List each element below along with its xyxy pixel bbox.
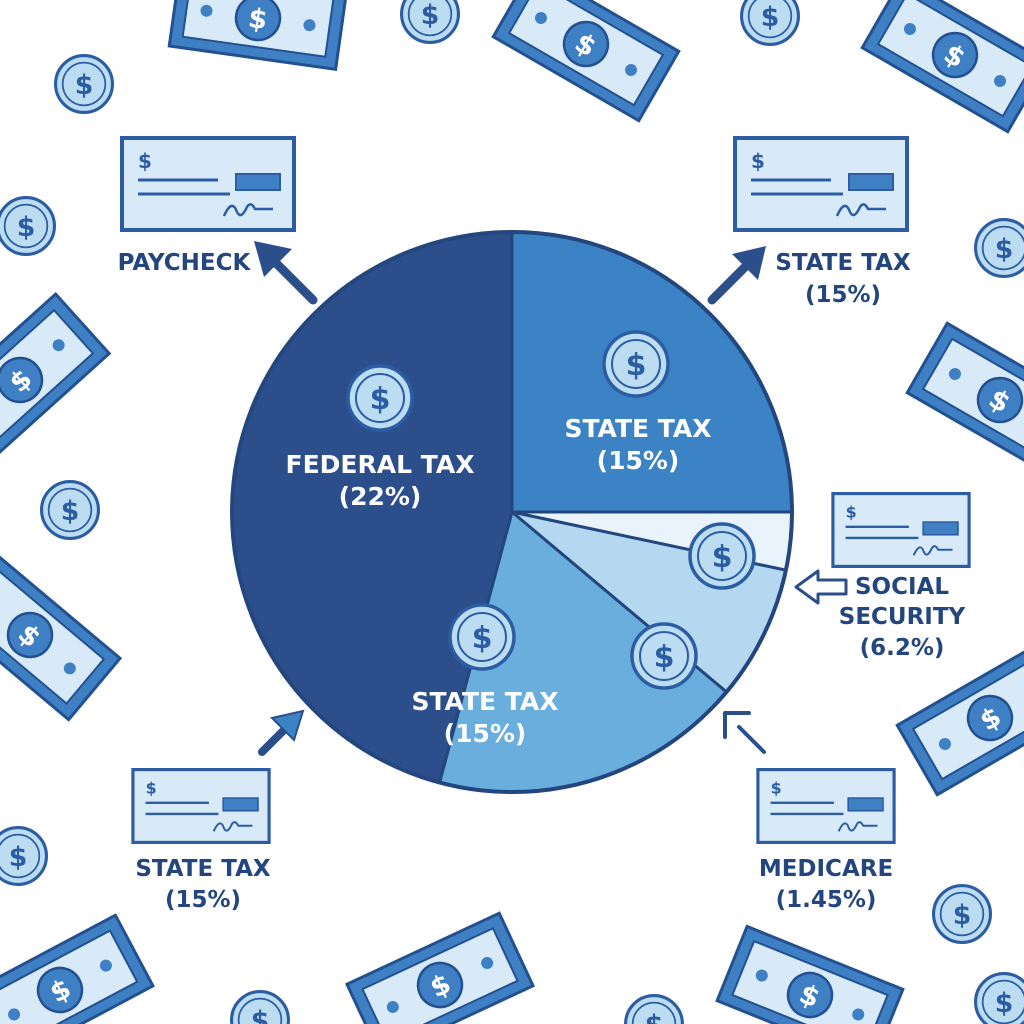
dollar-bill-icon: [0, 913, 155, 1024]
arrow-icon: [794, 569, 848, 605]
callout-state-tax-top: STATE TAX: [775, 250, 911, 276]
dollar-coin-icon: [0, 196, 56, 256]
dollar-bill-icon: [895, 639, 1024, 797]
dollar-coin-icon: [688, 522, 756, 590]
dollar-coin-icon: [973, 218, 1024, 279]
callout-medicare: MEDICARE: [759, 856, 893, 882]
dollar-bill-icon: [167, 0, 349, 71]
dollar-coin-icon: [399, 0, 461, 44]
dollar-coin-icon: [0, 825, 48, 887]
check-icon: [733, 136, 909, 232]
dollar-coin-icon: [931, 883, 993, 945]
arrow-icon: [723, 711, 766, 754]
pie-outline: [230, 230, 794, 794]
dollar-coin-icon: [602, 330, 670, 398]
dollar-bill-icon: [715, 924, 905, 1024]
check-icon: [120, 136, 296, 232]
slice-label-state-tax-upper-percent: (15%): [597, 446, 680, 475]
dollar-coin-icon: [623, 993, 685, 1024]
arrow-icon: [258, 709, 305, 756]
dollar-coin-icon: [973, 971, 1024, 1024]
slice-label-federal-tax: FEDERAL TAX: [286, 450, 475, 479]
check-icon: [831, 492, 971, 568]
callout-medicare-percent: (1.45%): [776, 887, 877, 913]
callout-social-security-line2: SECURITY: [839, 604, 966, 630]
callout-social-security-line1: SOCIAL: [855, 574, 949, 600]
callout-social-security-percent: (6.2%): [860, 635, 945, 661]
dollar-bill-icon: [0, 292, 111, 468]
arrow-icon: [254, 241, 318, 305]
slice-label-state-tax-lower: STATE TAX: [411, 687, 558, 716]
check-icon: [756, 768, 896, 844]
dollar-coin-icon: [448, 603, 516, 671]
callout-state-tax-top-percent: (15%): [805, 282, 881, 308]
dollar-bill-icon: [0, 548, 122, 722]
slice-label-state-tax-lower-percent: (15%): [444, 719, 527, 748]
dollar-coin-icon: [54, 54, 114, 114]
dollar-coin-icon: [40, 479, 100, 541]
dollar-bill-icon: [905, 321, 1024, 479]
dollar-coin-icon: [230, 989, 291, 1024]
callout-paycheck: PAYCHECK: [118, 250, 252, 276]
arrow-icon: [707, 246, 766, 305]
slice-label-state-tax-upper: STATE TAX: [564, 414, 711, 443]
dollar-coin-icon: [630, 622, 698, 690]
callout-state-tax-bottom: STATE TAX: [135, 856, 271, 882]
dollar-coin-icon: [739, 0, 801, 46]
dollar-bill-icon: [860, 0, 1024, 134]
dollar-bill-icon: [491, 0, 681, 123]
check-icon: [131, 768, 271, 844]
slice-label-federal-tax-percent: (22%): [339, 482, 422, 511]
dollar-coin-icon: [346, 364, 414, 432]
dollar-bill-icon: [345, 911, 535, 1024]
callout-state-tax-bottom-percent: (15%): [165, 887, 241, 913]
